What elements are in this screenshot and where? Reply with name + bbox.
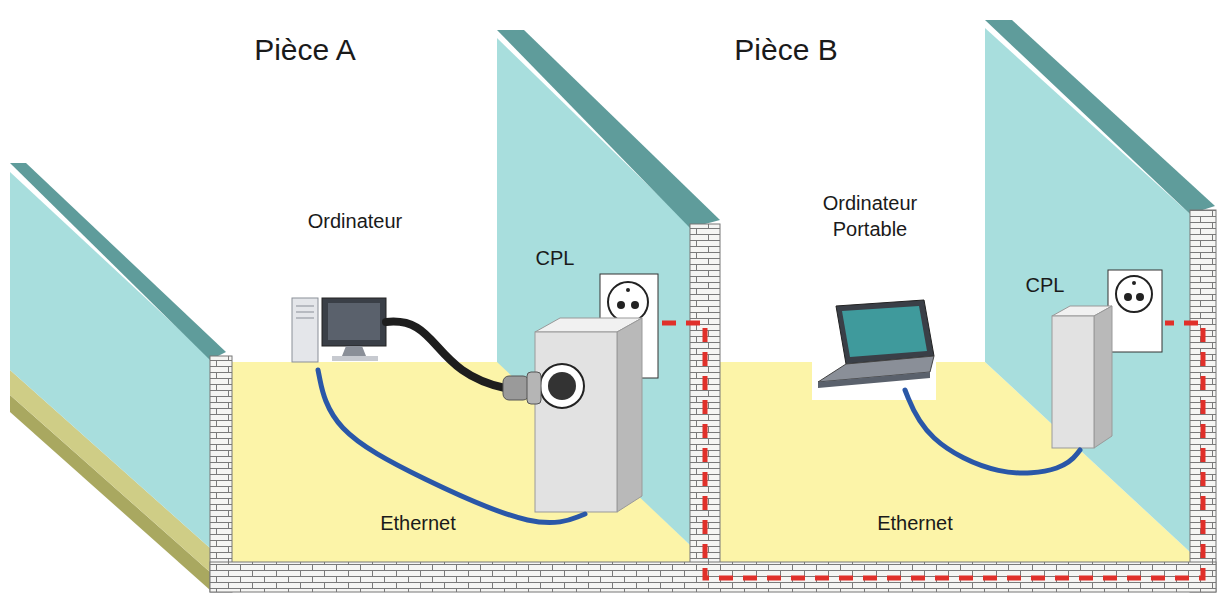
adapter-side <box>1094 306 1112 448</box>
room-title: Pièce B <box>686 30 886 69</box>
device-label: Ordinateur Portable <box>800 190 940 242</box>
powerline-adapter: CPL <box>1020 268 1165 450</box>
socket-pin <box>1132 281 1136 285</box>
laptop-base <box>818 372 930 388</box>
desktop-computer: Ordinateur <box>285 205 430 370</box>
brick-wall <box>690 224 720 564</box>
wall-outlet <box>1108 270 1162 352</box>
plug <box>503 376 529 400</box>
monitor-stand <box>342 346 366 356</box>
ethernet-cable <box>905 390 1080 473</box>
device-label: CPL <box>1015 272 1075 298</box>
laptop-computer: Ordinateur Portable <box>795 188 945 390</box>
adapter-side <box>617 318 642 512</box>
wall-top <box>10 163 226 360</box>
laptop-icon <box>818 300 934 388</box>
plug <box>527 372 541 404</box>
socket <box>1116 276 1152 312</box>
socket-hole <box>631 301 639 309</box>
laptop-screen <box>836 300 934 364</box>
brick-wall <box>210 356 232 592</box>
adapter-socket <box>540 364 584 408</box>
adapter-body <box>1052 316 1094 448</box>
socket-pin <box>626 288 630 292</box>
keyboard <box>332 356 378 361</box>
left-wall <box>10 172 210 548</box>
room-region: Pièce AOrdinateurCPL <box>210 25 700 580</box>
powerline-adapter-icon <box>1052 270 1162 448</box>
cable-label: Ethernet <box>377 511 459 535</box>
ethernet-cable <box>318 370 585 523</box>
cable-label: Ethernet <box>874 511 956 535</box>
monitor <box>322 298 386 346</box>
laptop-display <box>842 306 927 357</box>
monitor-screen <box>328 303 380 340</box>
tower-slots <box>296 306 314 318</box>
room-title: Pièce A <box>205 30 405 69</box>
wall-top <box>497 30 720 228</box>
powerline-adapter: CPL <box>528 242 662 514</box>
desktop-computer-icon <box>292 298 386 362</box>
power-cable <box>386 322 505 388</box>
socket-hole <box>1124 293 1132 301</box>
socket <box>608 282 648 322</box>
wall-top <box>985 20 1215 214</box>
socket-hole <box>617 301 625 309</box>
computer-tower <box>292 298 318 362</box>
device-label: Ordinateur <box>285 208 425 234</box>
device-label: CPL <box>525 245 585 271</box>
room-region: Pièce BOrdinateur PortableCPL <box>720 25 1200 580</box>
socket-hole <box>1136 293 1144 301</box>
adapter-socket <box>548 372 576 400</box>
adapter-body <box>535 332 617 512</box>
powerline-wiring <box>662 323 1203 578</box>
powerline-adapter-icon <box>503 274 658 512</box>
